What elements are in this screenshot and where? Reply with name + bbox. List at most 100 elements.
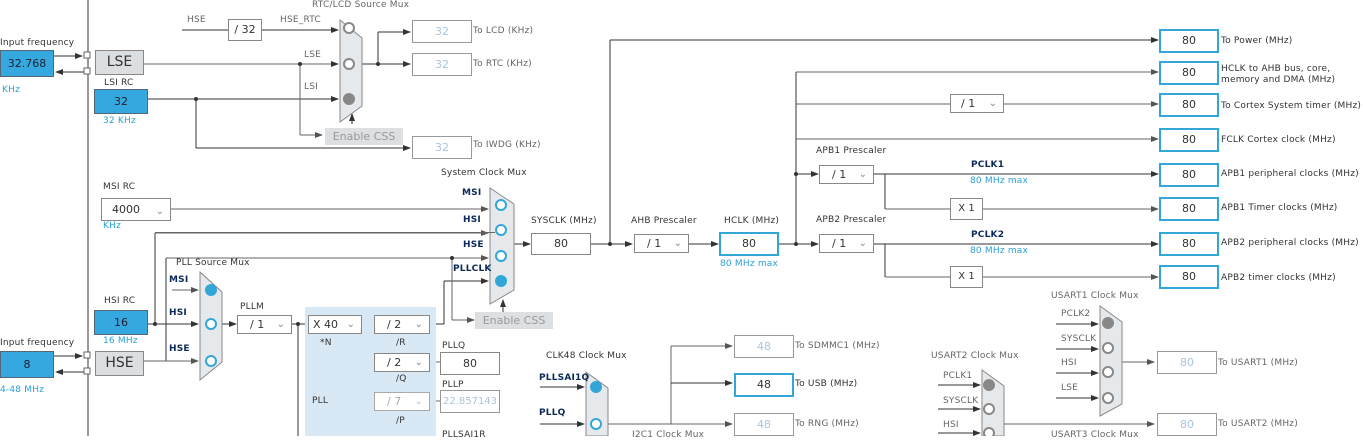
apb1-prescaler-select[interactable]: / 1 ⌄ [819, 165, 874, 184]
pllq-value[interactable]: 80 [440, 352, 500, 375]
hse-oscillator[interactable]: HSE [95, 351, 144, 376]
output-fclk[interactable]: 80 [1159, 128, 1219, 152]
usart2-input-hsi: HSI [943, 420, 959, 430]
usart1-mux-title: USART1 Clock Mux [1051, 291, 1139, 301]
rtc-enable-css-button[interactable]: Enable CSS [325, 128, 403, 145]
pll-p-select[interactable]: / 7 ⌄ [374, 392, 430, 411]
clk48-input-pllsai1q: PLLSAI1Q [539, 373, 590, 383]
pll-n-select[interactable]: X 40 ⌄ [308, 315, 362, 334]
ahb-prescaler-select[interactable]: / 1 ⌄ [634, 234, 689, 253]
output-hclk-ahb[interactable]: 80 [1159, 61, 1219, 85]
lse-input-frequency[interactable]: 32.768 [0, 50, 54, 77]
rtc-mux-shape [339, 18, 363, 123]
usart2-mux-shape [981, 369, 1005, 436]
chevron-down-icon: ⌄ [414, 357, 423, 368]
pll-r-label: /R [396, 338, 406, 348]
pll-n-select-value: X 40 [313, 318, 339, 331]
lcd-output[interactable]: 32 [412, 20, 472, 43]
lse-unit: KHz [2, 85, 20, 95]
pclk1-max: 80 MHz max [970, 176, 1029, 186]
apb1-prescaler-label: APB1 Prescaler [816, 146, 887, 156]
rtc-output[interactable]: 32 [412, 53, 472, 76]
chevron-down-icon: ⌄ [858, 169, 867, 180]
output-cortex-timer-label: To Cortex System timer (MHz) [1221, 101, 1362, 111]
hse-rtc-label: HSE_RTC [280, 15, 321, 25]
usart2-input-sysclk: SYSCLK [943, 396, 979, 406]
output-fclk-label: FCLK Cortex clock (MHz) [1221, 135, 1336, 145]
pclk2-max: 80 MHz max [970, 246, 1029, 256]
iwdg-output[interactable]: 32 [412, 136, 472, 159]
chevron-down-icon: ⌄ [673, 238, 682, 249]
chevron-down-icon: ⌄ [155, 206, 164, 217]
hclk-value[interactable]: 80 [719, 232, 779, 256]
lsi-mux-label: LSI [304, 82, 318, 92]
chevron-down-icon: ⌄ [414, 396, 423, 407]
usart2-output-label: To USART2 (MHz) [1218, 419, 1298, 429]
hsi-unit: 16 MHz [103, 336, 138, 346]
clk48-mux-title: CLK48 Clock Mux [546, 351, 627, 361]
msi-title: MSI RC [103, 182, 136, 192]
apb2-prescaler-label: APB2 Prescaler [816, 215, 887, 225]
clk48-input-pllq: PLLQ [539, 408, 566, 418]
output-power[interactable]: 80 [1159, 29, 1219, 53]
pllp-value[interactable]: 22.857143 [440, 390, 500, 413]
pllp-label: PLLP [442, 380, 464, 390]
rng-output[interactable]: 48 [734, 413, 794, 436]
pll-n-label: *N [320, 338, 332, 348]
usb-output[interactable]: 48 [734, 373, 794, 397]
chevron-down-icon: ⌄ [414, 319, 423, 330]
usart2-output[interactable]: 80 [1157, 413, 1217, 436]
pll-q-select[interactable]: / 2 ⌄ [374, 353, 430, 372]
pll-r-select[interactable]: / 2 ⌄ [374, 315, 430, 334]
chevron-down-icon: ⌄ [858, 238, 867, 249]
rtc-output-label: To RTC (KHz) [473, 59, 532, 69]
output-hclk-ahb-label: HCLK to AHB bus, core, memory and DMA (M… [1221, 64, 1336, 84]
msi-unit: KHz [103, 221, 121, 231]
usart3-mux-title: USART3 Clock Mux [1051, 430, 1139, 440]
lse-mux-label: LSE [304, 50, 322, 60]
apb2-prescaler-select[interactable]: / 1 ⌄ [819, 234, 874, 253]
output-apb2-timer[interactable]: 80 [1159, 265, 1219, 289]
usart1-input-lse: LSE [1061, 383, 1079, 393]
sysclk-value[interactable]: 80 [531, 233, 591, 255]
hsi-value[interactable]: 16 [94, 310, 148, 335]
pllm-select-value: / 1 [250, 318, 265, 331]
ahb-prescaler-label: AHB Prescaler [631, 216, 697, 226]
hclk-max: 80 MHz max [720, 259, 779, 269]
usart1-output[interactable]: 80 [1157, 351, 1217, 374]
output-apb1-peripheral[interactable]: 80 [1159, 163, 1219, 187]
lsi-value[interactable]: 32 [94, 89, 148, 114]
pllsai1-label: PLLSAI1R [442, 430, 486, 440]
usart1-input-sysclk: SYSCLK [1061, 334, 1097, 344]
output-apb2-peripheral[interactable]: 80 [1159, 232, 1219, 256]
rng-output-label: To RNG (MHz) [795, 419, 859, 429]
pll-source-frame [155, 232, 495, 233]
chevron-down-icon: ⌄ [346, 319, 355, 330]
sdmmc1-output[interactable]: 48 [734, 335, 794, 358]
usart1-input-hsi: HSI [1061, 358, 1077, 368]
msi-select[interactable]: 4000 ⌄ [101, 198, 171, 221]
pll-source-frame-inner [166, 257, 167, 258]
sys-enable-css-button[interactable]: Enable CSS [475, 312, 553, 329]
apb2-prescaler-value: / 1 [832, 237, 847, 250]
lse-oscillator[interactable]: LSE [95, 50, 144, 75]
hse-input-label: Input frequency [0, 338, 75, 348]
pll-q-select-value: / 2 [387, 356, 402, 369]
pll-p-label: /P [396, 416, 405, 426]
sdmmc1-output-label: To SDMMC1 (MHz) [795, 341, 880, 351]
pllm-select[interactable]: / 1 ⌄ [237, 315, 292, 334]
apb2-timer-multiplier: X 1 [950, 266, 983, 288]
cortex-timer-prescaler-select[interactable]: / 1 ⌄ [950, 94, 1004, 113]
hse-input-frequency[interactable]: 8 [0, 351, 54, 378]
usb-output-label: To USB (MHz) [795, 379, 858, 389]
pll-source-mux-title: PLL Source Mux [176, 258, 250, 268]
chevron-down-icon: ⌄ [988, 98, 997, 109]
hse-label: HSE [187, 15, 206, 25]
usart1-output-label: To USART1 (MHz) [1218, 358, 1298, 368]
sys-mux-input-hse: HSE [463, 240, 484, 250]
pll-mux-input-msi: MSI [169, 275, 189, 285]
output-apb1-timer[interactable]: 80 [1159, 197, 1219, 221]
output-cortex-timer[interactable]: 80 [1159, 93, 1219, 117]
pllq-label: PLLQ [442, 341, 466, 351]
